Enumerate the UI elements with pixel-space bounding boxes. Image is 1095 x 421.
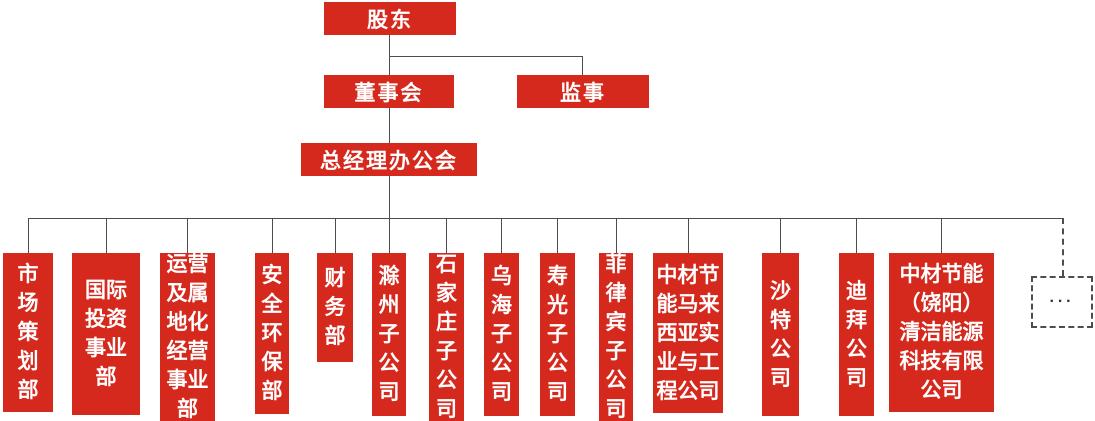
connector-line xyxy=(389,35,390,75)
connector-line xyxy=(856,218,857,253)
org-node-safety-environment-dept: 安 全 环 保 部 xyxy=(255,253,289,414)
org-node-malaysia-industry-company: 中材节 能马来 西亚实 业与工 程公司 xyxy=(653,253,723,413)
connector-line xyxy=(688,218,689,253)
org-node-marketing-planning-dept: 市 场 策 划 部 xyxy=(3,253,53,412)
connector-line xyxy=(187,218,188,253)
org-node-raoyang-clean-energy-company: 中材节能 （饶阳） 清洁能源 科技有限 公司 xyxy=(889,253,994,412)
connector-line xyxy=(272,218,273,253)
connector-line xyxy=(335,218,336,253)
connector-line xyxy=(389,56,583,57)
org-node-supervisor: 监事 xyxy=(517,75,649,108)
connector-line xyxy=(389,108,390,143)
connector-line xyxy=(582,56,583,75)
org-node-dubai-company: 迪 拜 公 司 xyxy=(839,253,874,416)
connector-line xyxy=(557,218,558,253)
connector-line xyxy=(28,218,29,253)
org-node-shouguang-subsidiary: 寿 光 子 公 司 xyxy=(540,253,575,416)
org-node-intl-investment-dept: 国际 投资 事业 部 xyxy=(72,253,140,415)
org-node-finance-dept: 财 务 部 xyxy=(317,253,353,362)
org-node-shareholders: 股东 xyxy=(324,2,456,35)
connector-line xyxy=(941,218,942,253)
connector-line-dashed xyxy=(1062,218,1064,276)
connector-line xyxy=(28,218,1062,219)
org-node-gm-office: 总经理办公会 xyxy=(301,143,477,176)
connector-line xyxy=(446,218,447,253)
org-node-wuhai-subsidiary: 乌 海 子 公 司 xyxy=(484,253,519,416)
org-node-chuzhou-subsidiary: 滁 州 子 公 司 xyxy=(372,253,406,416)
connector-line xyxy=(501,218,502,253)
org-node-board-of-directors: 董事会 xyxy=(324,75,454,108)
connector-line xyxy=(106,218,107,253)
org-node-philippines-subsidiary: 菲 律 宾 子 公 司 xyxy=(599,253,633,421)
org-node-shijiazhuang-subsidiary: 石 家 庄 子 公 司 xyxy=(429,253,464,421)
connector-line xyxy=(389,176,390,253)
org-node-operations-localization-dept: 运营 及属 地化 经营 事业 部 xyxy=(160,253,215,421)
connector-line xyxy=(780,218,781,253)
org-node-more-ellipsis: ··· xyxy=(1031,276,1093,328)
org-node-saudi-company: 沙 特 公 司 xyxy=(762,253,799,416)
connector-line xyxy=(616,218,617,253)
